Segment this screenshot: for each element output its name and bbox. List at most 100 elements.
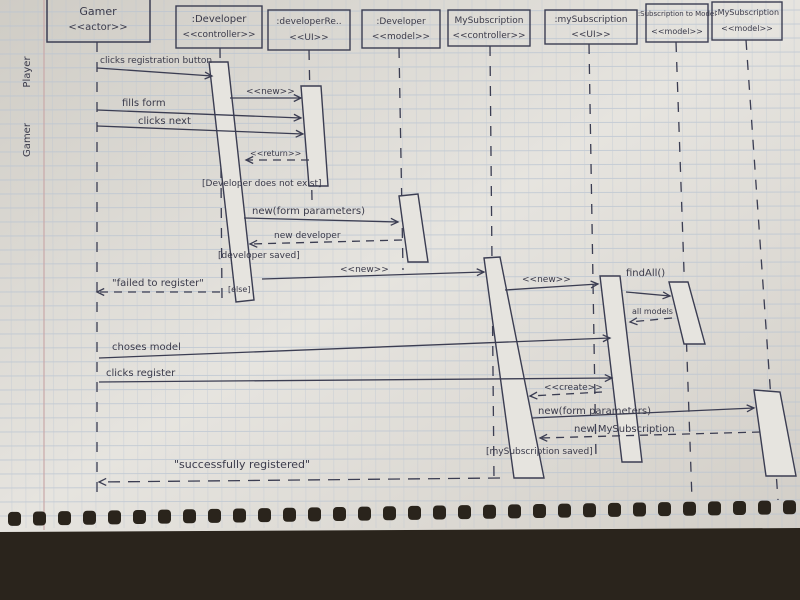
grid-column-line (289, 0, 293, 529)
grid-row-line (0, 23, 800, 27)
activation-dev-ui (300, 85, 329, 187)
perforation-hole (258, 508, 271, 523)
arrow-new-sub-ui (504, 283, 599, 291)
lifeline-stereotype-dev-controller: <<controller>> (182, 30, 255, 40)
msg-label-failed-register: "failed to register" (112, 278, 204, 289)
grid-row-line (0, 247, 800, 251)
msg-label-clicks-registration: clicks registration button (100, 56, 212, 66)
grid-row-line (0, 275, 800, 279)
lifeline-header-dev-model: :Developer <<model>> (361, 9, 441, 49)
perforation-hole (208, 508, 221, 523)
grid-column-line (611, 0, 615, 529)
activation-model-ui (668, 281, 706, 345)
perforation-hole (683, 501, 696, 516)
arrow-clicks-register-head (604, 373, 614, 383)
msg-label-choses-model: choses model (112, 342, 181, 353)
perforation-hole (83, 510, 96, 525)
grid-row-line (0, 345, 800, 349)
lifeline-sub-controller (489, 45, 495, 481)
grid-column-line (415, 0, 419, 529)
arrow-return-dev-ui-head (244, 155, 254, 165)
arrow-all-models-head (628, 317, 638, 326)
activation-dev-controller (208, 61, 255, 303)
perforation-hole (408, 505, 421, 520)
grid-column-line (205, 0, 209, 529)
grid-column-line (163, 0, 167, 529)
grid-column-line (345, 0, 349, 529)
guard-developer-saved: [developer saved] (218, 251, 300, 261)
perforation-hole (558, 503, 571, 518)
lifeline-stereotype-model-ui: <<model>> (651, 27, 703, 36)
lifeline-header-dev-controller: :Developer <<controller>> (175, 5, 263, 49)
grid-column-line (65, 0, 69, 529)
perforation-hole (183, 509, 196, 524)
grid-column-line (37, 0, 41, 529)
perforation-hole (8, 511, 21, 526)
grid-row-line (0, 163, 800, 167)
grid-column-line (737, 0, 741, 529)
grid-row-line (0, 233, 800, 237)
lifeline-stereotype-sub-controller: <<controller>> (452, 31, 525, 41)
msg-label-fills-form: fills form (122, 98, 166, 109)
grid-column-line (723, 0, 727, 529)
lifeline-header-model-ui: :Subscription to Model <<model>> (638, 3, 716, 43)
grid-column-line (709, 0, 713, 529)
perforation-hole (433, 505, 446, 520)
arrow-fills-form-head (293, 113, 303, 122)
lifeline-name-dev-controller: :Developer (192, 14, 248, 25)
msg-label-findall: findAll() (626, 268, 665, 279)
lifeline-stereotype-sub-model: <<model>> (721, 24, 773, 33)
arrow-failed-register-head (95, 287, 105, 297)
paper-sheet (0, 0, 800, 532)
grid-column-line (121, 0, 125, 529)
grid-column-line (401, 0, 405, 529)
arrow-clicks-register (98, 377, 613, 383)
arrow-clicks-registration-head (204, 71, 214, 80)
grid-column-line (639, 0, 643, 529)
grid-row-line (0, 261, 800, 265)
grid-column-line (331, 0, 335, 529)
grid-row-line (0, 177, 800, 181)
arrow-new-sub-controller-head (476, 268, 486, 277)
grid-column-line (261, 0, 265, 529)
grid-column-line (51, 0, 55, 529)
grid-row-line (0, 51, 800, 55)
grid-column-line (681, 0, 685, 529)
arrow-successfully-registered (98, 477, 501, 483)
lifeline-header-sub-ui: :mySubscription <<UI>> (544, 9, 638, 45)
perforation-hole (508, 504, 521, 519)
arrow-new-mysubscription (539, 431, 761, 439)
lifeline-name-sub-controller: MySubscription (454, 16, 523, 26)
grid-column-line (373, 0, 377, 529)
perforation-hole (483, 504, 496, 519)
arrow-new-form-params-dev-head (390, 217, 400, 226)
grid-row-line (0, 303, 800, 307)
msg-label-new-dev-ui: <<new>> (246, 87, 295, 97)
grid-row-line (0, 443, 800, 447)
msg-label-new-developer: new developer (274, 231, 341, 241)
msg-label-new-sub-controller: <<new>> (340, 265, 389, 275)
grid-column-line (597, 0, 601, 529)
perforation-hole (733, 501, 746, 516)
perforation-hole (758, 500, 771, 515)
perforation-hole (783, 500, 796, 515)
grid-column-line (653, 0, 657, 529)
grid-row-line (0, 373, 800, 377)
perforation-hole (333, 507, 346, 522)
msg-label-new-mysubscription: new MySubscription (574, 424, 675, 435)
grid-column-line (9, 0, 13, 529)
grid-row-line (0, 471, 800, 475)
arrow-new-sub-controller (261, 271, 485, 280)
msg-label-all-models: all models (632, 307, 673, 316)
lifeline-name-gamer: Gamer (79, 5, 117, 18)
grid-column-line (79, 0, 83, 529)
perforation-hole (533, 504, 546, 519)
grid-row-line (0, 429, 800, 433)
arrow-new-sub-ui-head (590, 280, 600, 289)
lifeline-model-ui (675, 41, 693, 501)
lifeline-header-sub-model: :MySubscription <<model>> (711, 1, 783, 41)
grid-column-line (107, 0, 111, 529)
grid-column-line (695, 0, 699, 529)
lifeline-header-gamer: Gamer <<actor>> (46, 0, 151, 43)
